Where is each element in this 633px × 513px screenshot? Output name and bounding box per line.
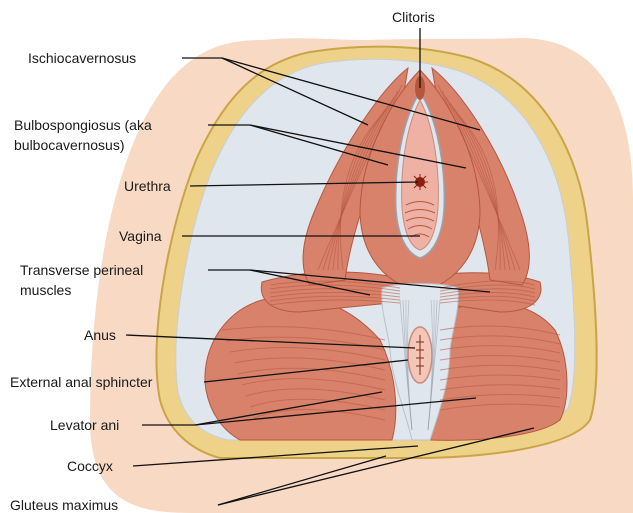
label-clitoris: Clitoris	[392, 9, 435, 25]
label-bulbospongiosus-2: bulbocavernosus)	[14, 137, 125, 153]
label-vagina: Vagina	[119, 228, 162, 244]
label-gluteus-maximus: Gluteus maximus	[10, 497, 118, 513]
label-anus: Anus	[84, 327, 116, 343]
label-transverse-1: Transverse perineal	[20, 262, 143, 278]
label-levator-ani: Levator ani	[50, 417, 119, 433]
label-external-anal-sphincter: External anal sphincter	[10, 374, 153, 390]
label-urethra: Urethra	[124, 178, 171, 194]
label-bulbospongiosus-1: Bulbospongiosus (aka	[14, 117, 152, 133]
label-ischiocavernosus: Ischiocavernosus	[28, 50, 136, 66]
label-transverse-2: muscles	[20, 282, 71, 298]
label-coccyx: Coccyx	[67, 458, 113, 474]
